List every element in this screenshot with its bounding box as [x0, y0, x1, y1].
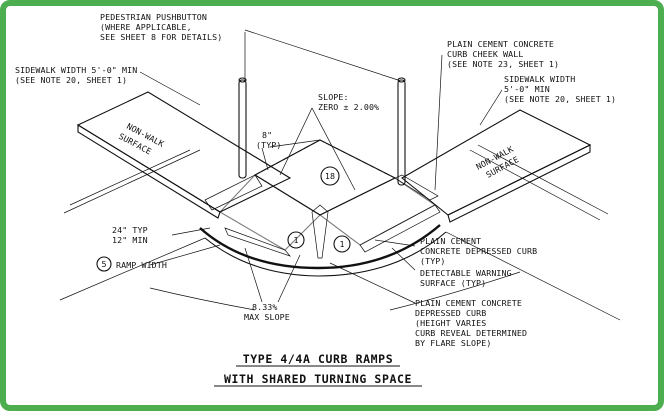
- circle-marker-1-left: 1: [287, 231, 305, 249]
- label-sidewalk-right-1: SIDEWALK WIDTH: [504, 74, 575, 84]
- left-sidewalk: [63, 91, 292, 219]
- leader-lines: [139, 29, 503, 304]
- label-cheek-1: PLAIN CEMENT CONCRETE: [447, 39, 554, 49]
- label-depressed-2: CONCRETE DEPRESSED CURB: [420, 246, 537, 256]
- label-pccd-3: (HEIGHT VARIES: [415, 318, 486, 328]
- label-sidewalk-right-2: 5'-0" MIN: [504, 84, 550, 94]
- label-sidewalk-left-2: (SEE NOTE 20, SHEET 1): [15, 75, 127, 85]
- label-cheek-3: (SEE NOTE 23, SHEET 1): [447, 59, 559, 69]
- label-sidewalk-left-1: SIDEWALK WIDTH 5'-0" MIN: [15, 65, 137, 75]
- label-depressed-3: (TYP): [420, 256, 445, 266]
- circle-5-text: 5: [101, 259, 106, 269]
- title-line-1: TYPE 4/4A CURB RAMPS: [243, 352, 393, 366]
- right-ramp: [318, 174, 441, 253]
- label-ramp-width: RAMP WIDTH: [116, 260, 167, 270]
- label-pushbutton-2: (WHERE APPLICABLE,: [100, 22, 192, 32]
- label-maxslope-2: MAX SLOPE: [244, 312, 290, 322]
- circle-marker-18: 18: [320, 166, 340, 186]
- label-slope-1: SLOPE:: [318, 92, 349, 102]
- center-gore: [311, 204, 329, 259]
- label-cheek-2: CURB CHEEK WALL: [447, 49, 523, 59]
- label-8in-2: (TYP): [256, 140, 281, 150]
- label-8in-1: 8": [262, 130, 272, 140]
- label-24in-1: 24" TYP: [112, 225, 148, 235]
- pushbutton-pole-right: [397, 77, 406, 186]
- circle-18-text: 18: [325, 171, 335, 181]
- label-slope-2: ZERO ± 2.00%: [318, 102, 379, 112]
- label-pccd-1: PLAIN CEMENT CONCRETE: [415, 298, 522, 308]
- label-depressed-1: PLAIN CEMENT: [420, 236, 481, 246]
- label-dws-1: DETECTABLE WARNING: [420, 268, 512, 278]
- pushbutton-pole-left: [238, 77, 247, 179]
- circle-marker-5: 5: [96, 256, 112, 272]
- label-pushbutton-1: PEDESTRIAN PUSHBUTTON: [100, 12, 207, 22]
- title-line-2: WITH SHARED TURNING SPACE: [224, 372, 412, 386]
- label-maxslope-1: 8.33%: [252, 302, 277, 312]
- circle-1-right-text: 1: [339, 239, 344, 249]
- curb-return: [59, 224, 621, 321]
- label-dws-2: SURFACE (TYP): [420, 278, 486, 288]
- label-pccd-5: BY FLARE SLOPE): [415, 338, 491, 348]
- right-sidewalk: [401, 109, 609, 223]
- label-pushbutton-3: SEE SHEET 8 FOR DETAILS): [100, 32, 222, 42]
- label-24in-2: 12" MIN: [112, 235, 148, 245]
- circle-marker-1-right: 1: [333, 235, 351, 253]
- label-pccd-2: DEPRESSED CURB: [415, 308, 486, 318]
- label-pccd-4: CURB REVEAL DETERMINED: [415, 328, 527, 338]
- circle-1-left-text: 1: [293, 235, 298, 245]
- label-sidewalk-right-3: (SEE NOTE 20, SHEET 1): [504, 94, 616, 104]
